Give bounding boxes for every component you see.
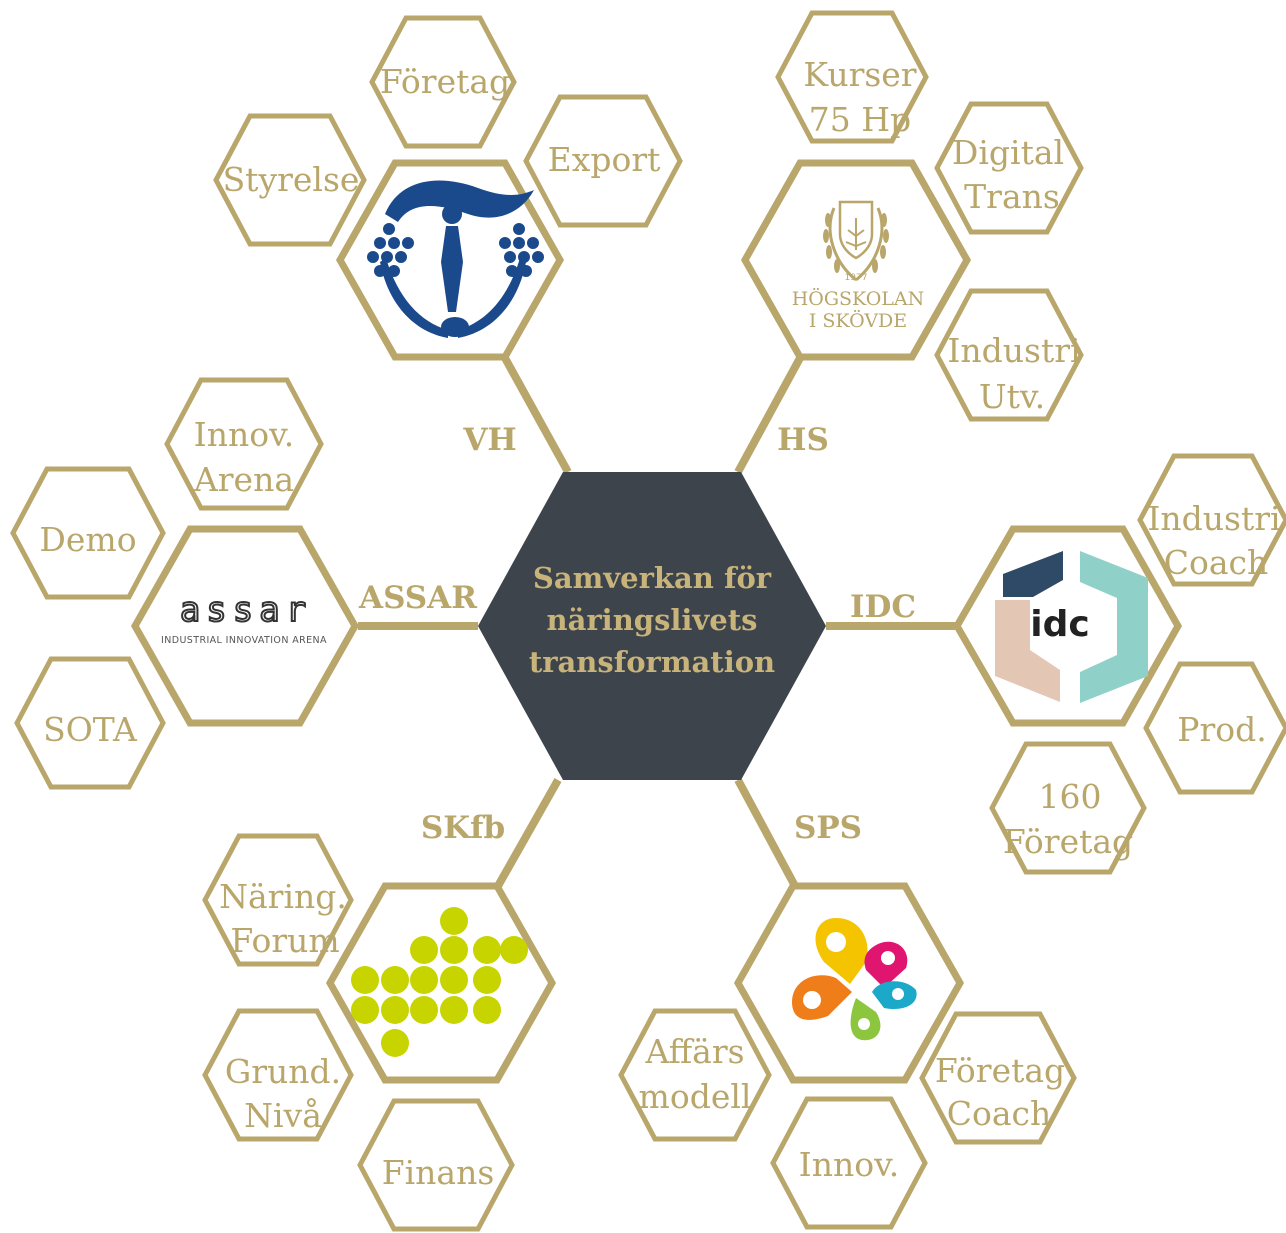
sat-label-idc-industri-line-2: Coach <box>1164 543 1269 582</box>
sat-hexagon-hs-industri <box>934 288 1084 422</box>
vh-logo-left-arc <box>380 258 448 338</box>
branch-label-skfb: SKfb <box>421 810 505 846</box>
branch-label-sps: SPS <box>794 810 862 846</box>
idc-logo-sand-segment <box>995 600 1060 702</box>
center-node: Samverkan för näringslivets transformati… <box>478 472 826 780</box>
hs-logo-name-line-1: HÖGSKOLAN <box>792 287 925 310</box>
center-hexagon <box>478 472 826 780</box>
idc-logo-navy-segment <box>1003 551 1063 597</box>
hs-logo-name-line-2: I SKÖVDE <box>809 309 907 332</box>
sps-petal-orange <box>792 975 852 1020</box>
sat-hexagon-assar-sota <box>14 656 166 790</box>
connector-sps <box>734 778 799 888</box>
branch-label-hs: HS <box>777 422 829 458</box>
hs-logo-year: 1977 <box>845 273 868 283</box>
connector-vh <box>501 356 572 474</box>
branch-label-vh: VH <box>462 422 516 458</box>
sat-label-sps-innov: Innov. <box>799 1145 900 1184</box>
branch-labels: VH HS ASSAR IDC SKfb SPS <box>358 422 916 846</box>
sat-label-vh-foretag: Företag <box>380 62 510 101</box>
sat-label-assar-sota: SOTA <box>43 710 138 749</box>
sat-hexagon-sps-affars <box>618 1008 772 1142</box>
vh-logo-right-grapes <box>499 223 544 277</box>
connectors <box>358 356 955 888</box>
sat-label-skfb-finans: Finans <box>382 1153 495 1192</box>
sat-label-hs-kurser-line-1: Kurser <box>803 55 916 94</box>
assar-logo: assar INDUSTRIAL INNOVATION ARENA <box>161 589 327 646</box>
sat-label-skfb-naring-line-2: Forum <box>230 921 339 960</box>
sat-label-hs-digital-line-2: Trans <box>964 177 1060 216</box>
sat-label-sps-foretag-line-1: Företag <box>935 1051 1065 1090</box>
vh-logo-arch <box>385 180 534 222</box>
hs-laurel-leaves <box>823 213 889 273</box>
idc-logo-teal-segment <box>1080 551 1148 703</box>
sat-hexagon-sps-foretag <box>919 1011 1077 1145</box>
branch-label-assar: ASSAR <box>358 580 477 616</box>
sat-label-assar-demo: Demo <box>39 520 136 559</box>
satellite-hexagons <box>10 10 1286 1232</box>
vh-logo <box>367 180 544 338</box>
sat-hexagon-skfb-grund <box>202 1008 354 1142</box>
idc-logo-wordmark: idc <box>1030 604 1089 645</box>
vh-logo-head <box>442 204 462 224</box>
sat-label-hs-industri-line-2: Utv. <box>979 377 1045 416</box>
center-title-line-1: Samverkan för <box>533 561 772 595</box>
idc-logo: idc <box>995 551 1148 703</box>
vh-logo-left-grapes <box>367 223 414 277</box>
sat-hexagon-idc-industri <box>1137 453 1286 587</box>
sps-petal-pink <box>864 941 908 988</box>
sat-label-skfb-grund-line-2: Nivå <box>244 1096 322 1135</box>
sat-label-hs-industri-line-1: Industri <box>947 331 1080 370</box>
assar-logo-tagline: INDUSTRIAL INNOVATION ARENA <box>161 635 327 646</box>
assar-logo-wordmark: assar <box>180 590 312 630</box>
sat-hexagon-idc-160 <box>989 741 1147 875</box>
connector-skfb <box>494 778 562 888</box>
center-title-line-2: näringslivets <box>547 603 758 637</box>
branch-label-idc: IDC <box>850 589 916 625</box>
sat-hexagon-idc-prod <box>1143 661 1286 795</box>
hs-shield <box>838 200 874 260</box>
hs-hexagon <box>740 159 972 361</box>
sat-hexagon-vh-styrelse <box>213 113 367 247</box>
center-title-line-3: transformation <box>529 645 775 679</box>
sat-hexagon-assar-innov <box>164 377 324 511</box>
sat-label-idc-prod: Prod. <box>1177 710 1266 749</box>
sat-label-idc-160-line-2: Företag <box>1003 822 1133 861</box>
sat-label-hs-digital-line-1: Digital <box>952 133 1064 172</box>
hs-tree-icon <box>845 218 867 250</box>
sps-logo <box>792 918 917 1041</box>
sat-hexagon-skfb-finans <box>357 1098 515 1232</box>
sat-hexagon-vh-foretag <box>369 15 517 149</box>
sat-label-sps-affars-line-1: Affärs <box>644 1032 744 1071</box>
skfb-logo <box>351 907 528 1057</box>
sat-label-skfb-grund-line-1: Grund. <box>225 1052 341 1091</box>
sat-label-idc-industri-line-1: Industri <box>1147 499 1280 538</box>
vh-logo-body <box>441 226 463 312</box>
sat-label-vh-export: Export <box>548 140 661 179</box>
hs-laurel <box>828 207 884 282</box>
sat-hexagon-vh-export <box>523 94 683 228</box>
sat-label-sps-affars-line-2: modell <box>639 1077 752 1116</box>
sat-label-assar-innov-line-1: Innov. <box>194 415 295 454</box>
sat-hexagon-assar-demo <box>10 466 166 600</box>
sat-label-skfb-naring-line-1: Näring. <box>219 877 347 916</box>
satellite-labels: Företag Export Styrelse Kurser 75 Hp Dig… <box>39 55 1280 1192</box>
sat-hexagon-skfb-naring <box>202 833 354 967</box>
sat-hexagon-hs-kurser <box>775 10 929 144</box>
sat-label-idc-160-line-1: 160 <box>1039 777 1102 816</box>
sat-label-sps-foretag-line-2: Coach <box>947 1094 1052 1133</box>
sat-label-hs-kurser-line-2: 75 Hp <box>809 100 911 139</box>
sat-hexagon-hs-digital <box>934 101 1084 235</box>
sat-label-vh-styrelse: Styrelse <box>223 160 360 199</box>
sat-label-assar-innov-line-2: Arena <box>193 460 294 499</box>
connector-hs <box>734 356 804 474</box>
vh-logo-base <box>441 317 469 337</box>
assar-hexagon <box>130 525 360 727</box>
sat-hexagon-sps-innov <box>770 1096 928 1230</box>
hs-logo: 1977 HÖGSKOLAN I SKÖVDE <box>792 200 925 332</box>
sps-petal-yellow <box>815 918 868 984</box>
